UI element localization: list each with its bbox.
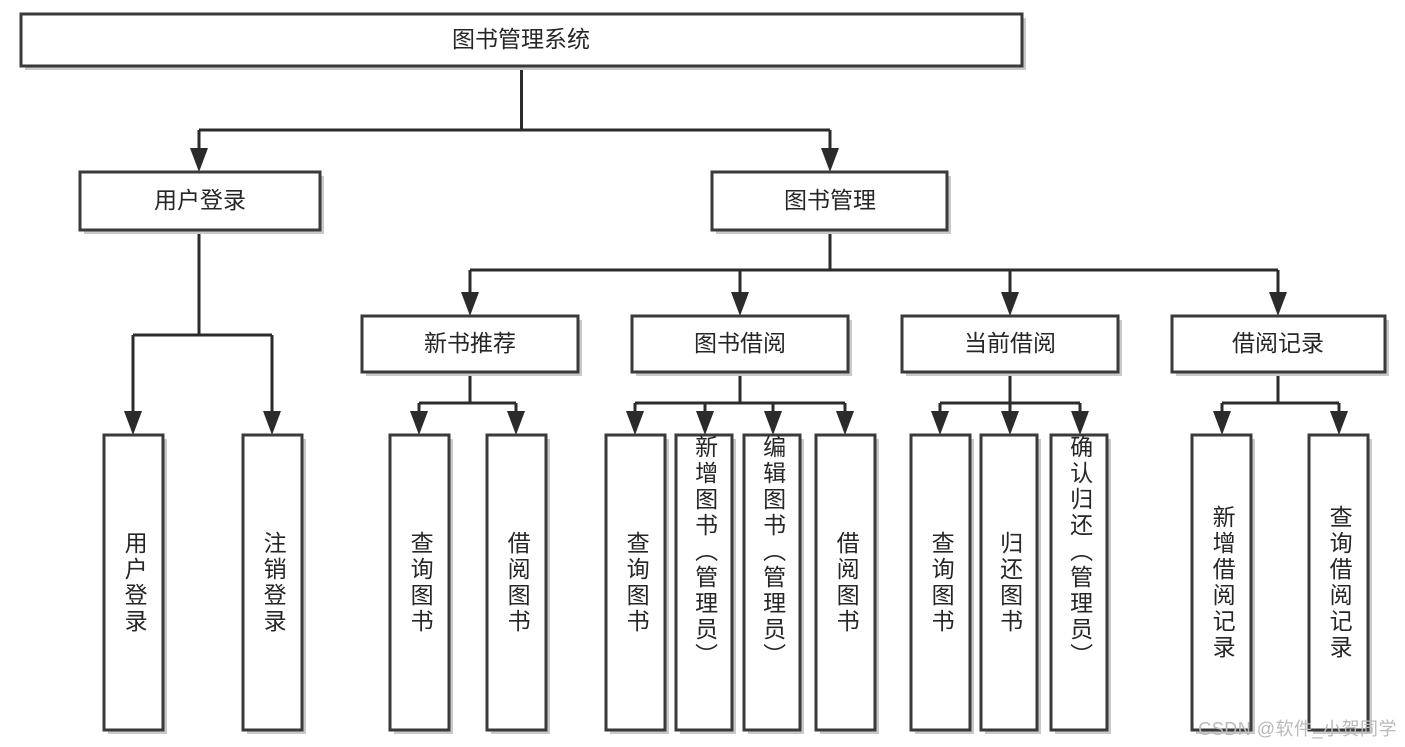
node-book-management[interactable]: 图书管理 — [710, 170, 951, 234]
node-current-borrow[interactable]: 当前借阅 — [900, 314, 1122, 376]
arrow-head-bookborrow-leaf-4 — [836, 411, 854, 435]
leaf-bb-query-box[interactable] — [604, 433, 667, 732]
leaf-boxes-layer — [102, 433, 1372, 734]
connector-layer — [124, 66, 1348, 435]
node-user-login-box — [78, 170, 322, 232]
csdn-watermark: CSDN @软件_小贺同学 — [1198, 719, 1397, 739]
node-book-borrow-box — [630, 314, 850, 374]
leaf-newbook-borrow-box[interactable] — [485, 433, 548, 732]
arrow-head-borrowrecord-leaf-1 — [1213, 411, 1231, 435]
arrow-head-leaf-user-login — [124, 411, 142, 435]
node-book-management-box — [710, 170, 949, 232]
leaf-br-query-box[interactable] — [1307, 433, 1370, 732]
arrow-head-newbook-leaf-2 — [507, 411, 525, 435]
leaf-newbook-query-box[interactable] — [388, 433, 451, 732]
node-current-borrow-label: 当前借阅 — [964, 330, 1056, 356]
node-root-box — [19, 12, 1024, 68]
leaf-bb-edit-box[interactable] — [742, 433, 802, 732]
node-book-borrow-label: 图书借阅 — [694, 330, 786, 356]
arrow-head-borrowrecord-leaf-2 — [1330, 411, 1348, 435]
node-borrow-record[interactable]: 借阅记录 — [1170, 314, 1389, 376]
node-new-book-recommend-label: 新书推荐 — [424, 330, 516, 356]
leaf-bb-borrow-box[interactable] — [814, 433, 877, 732]
arrow-head-new-book — [461, 292, 479, 316]
arrow-head-user-login — [190, 148, 208, 172]
arrow-head-leaf-logout — [263, 411, 281, 435]
arrow-head-bookborrow-leaf-3 — [764, 411, 782, 435]
arrow-head-bookborrow-leaf-1 — [626, 411, 644, 435]
node-root-label: 图书管理系统 — [452, 26, 590, 52]
leaf-cb-return-box[interactable] — [979, 433, 1039, 732]
node-borrow-record-label: 借阅记录 — [1232, 330, 1324, 356]
arrow-head-bookborrow-leaf-2 — [696, 411, 714, 435]
node-book-management-label: 图书管理 — [784, 187, 876, 213]
arrow-head-currentborrow-leaf-3 — [1071, 411, 1089, 435]
arrow-head-current-borrow — [1001, 292, 1019, 316]
node-borrow-record-box — [1170, 314, 1387, 374]
arrow-head-newbook-leaf-1 — [410, 411, 428, 435]
arrow-head-book-mgmt — [821, 148, 839, 172]
node-new-book-recommend-box — [360, 314, 580, 374]
node-root[interactable]: 图书管理系统 — [19, 12, 1026, 70]
leaf-logout-box[interactable] — [241, 433, 304, 732]
leaf-cb-confirm-box[interactable] — [1049, 433, 1109, 732]
leaf-user-login-box[interactable] — [102, 433, 165, 732]
node-current-borrow-box — [900, 314, 1120, 374]
node-new-book-recommend[interactable]: 新书推荐 — [360, 314, 582, 376]
arrow-head-borrow-record — [1269, 292, 1287, 316]
node-user-login[interactable]: 用户登录 — [78, 170, 324, 234]
leaf-br-add-box[interactable] — [1190, 433, 1253, 732]
arrow-head-currentborrow-leaf-1 — [931, 411, 949, 435]
node-book-borrow[interactable]: 图书借阅 — [630, 314, 852, 376]
leaf-cb-query-box[interactable] — [909, 433, 972, 732]
arrow-head-currentborrow-leaf-2 — [1001, 411, 1019, 435]
node-user-login-label: 用户登录 — [154, 187, 246, 213]
leaf-bb-add-box[interactable] — [674, 433, 734, 732]
arrow-head-book-borrow — [731, 292, 749, 316]
